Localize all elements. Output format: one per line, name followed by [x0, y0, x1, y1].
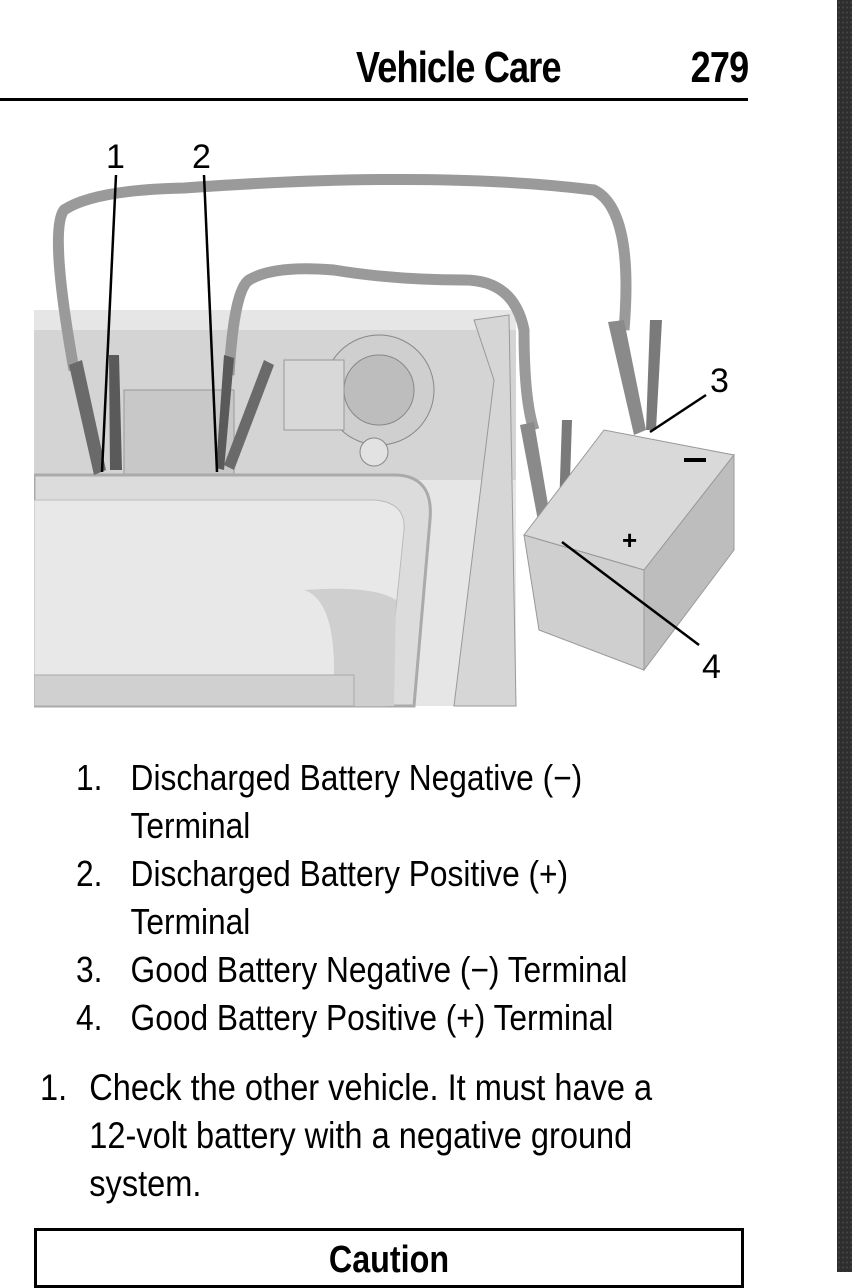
section-title: Vehicle Care — [356, 43, 562, 92]
legend-item: 2. Discharged Battery Positive (+) Termi… — [76, 850, 674, 946]
manual-page: Vehicle Care 279 — [0, 40, 749, 1288]
legend-number: 4. — [76, 997, 103, 1038]
viewer-side-strip — [837, 0, 852, 1272]
legend-text: Discharged Battery Positive (+) Terminal — [130, 853, 569, 942]
svg-text:3: 3 — [710, 362, 729, 400]
legend-item: 3. Good Battery Negative (−) Terminal — [76, 946, 674, 994]
legend-number: 1. — [76, 757, 103, 798]
figure-legend: 1. Discharged Battery Negative (−) Termi… — [76, 754, 674, 1042]
caution-box: Caution — [34, 1228, 744, 1288]
legend-text: Good Battery Positive (+) Terminal — [130, 997, 614, 1038]
procedure-steps: 1. Check the other vehicle. It must have… — [40, 1064, 709, 1208]
svg-text:4: 4 — [702, 648, 721, 686]
step-text: Check the other vehicle. It must have a … — [89, 1067, 653, 1204]
header-rule — [0, 98, 748, 101]
page-number: 279 — [690, 43, 749, 92]
svg-text:1: 1 — [106, 138, 125, 176]
svg-text:2: 2 — [192, 138, 211, 176]
page-header: Vehicle Care 279 — [0, 40, 749, 98]
jump-start-illustration: + 1 2 3 4 — [32, 130, 746, 710]
legend-number: 2. — [76, 853, 103, 894]
legend-text: Discharged Battery Negative (−) Terminal — [130, 757, 583, 846]
positive-symbol: + — [622, 525, 637, 555]
legend-text: Good Battery Negative (−) Terminal — [130, 949, 628, 990]
caution-title: Caution — [328, 1239, 450, 1281]
negative-symbol — [684, 458, 706, 462]
step-number: 1. — [40, 1067, 68, 1108]
legend-number: 3. — [76, 949, 103, 990]
procedure-step: 1. Check the other vehicle. It must have… — [40, 1064, 709, 1208]
legend-item: 4. Good Battery Positive (+) Terminal — [76, 994, 674, 1042]
legend-item: 1. Discharged Battery Negative (−) Termi… — [76, 754, 674, 850]
